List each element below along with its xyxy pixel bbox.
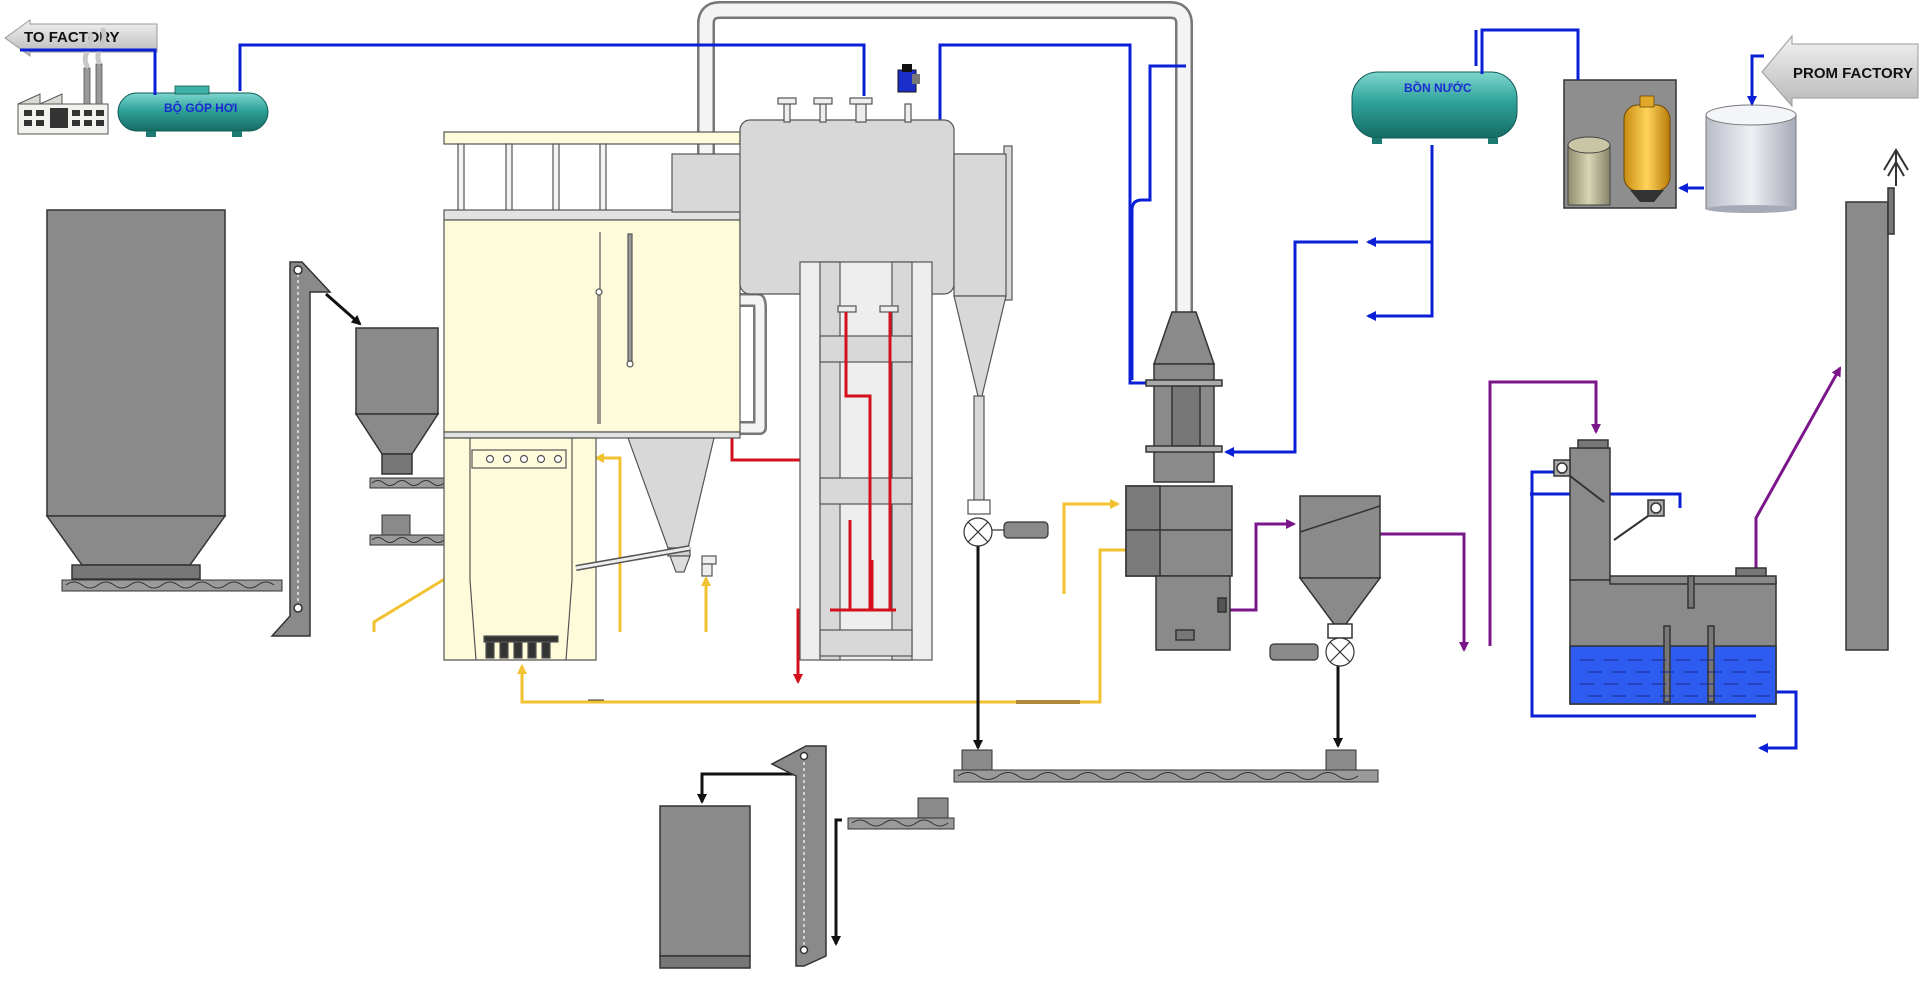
bag-filter (1298, 495, 1382, 639)
to-factory-arrow: TO FACTORY (4, 19, 158, 57)
ash-screw-conveyor (953, 749, 1379, 783)
bucket-elevator-left (270, 261, 332, 637)
hot-air-lines (372, 453, 1126, 704)
to-factory-label: TO FACTORY (24, 29, 120, 46)
boiler-furnace (443, 437, 597, 661)
water-storage-tank: BỒN NƯỚC (1351, 71, 1518, 144)
scrubber-tower (1125, 311, 1233, 651)
wet-scrubber-tank (1553, 439, 1777, 705)
factory-icon (17, 27, 109, 135)
water-treatment-unit (1563, 79, 1677, 209)
ash-bin (659, 805, 751, 969)
burner-grate (483, 635, 559, 659)
water-lines (20, 28, 1798, 753)
middle-rotary-valve (963, 517, 1049, 547)
pressure-gauge-icon (897, 64, 920, 93)
bucket-elevator-bottom (770, 745, 827, 967)
fuel-silo (45, 209, 227, 580)
chimney-stack (1845, 148, 1909, 651)
from-factory-arrow: PROM FACTORY (1761, 34, 1919, 108)
furnace-cyclone (575, 437, 717, 577)
transfer-screw-conveyor (847, 797, 955, 830)
boiler-upper-section (443, 219, 741, 439)
silo-screw-conveyor (61, 579, 283, 592)
steam-pipes (697, 1, 1193, 435)
feed-hopper (354, 327, 440, 475)
steam-header-label: BỘ GÓP HƠI (164, 100, 237, 115)
water-tank-label: BỒN NƯỚC (1404, 80, 1472, 95)
steam-header-tank: BỘ GÓP HƠI (117, 85, 269, 137)
economizer-coils (830, 312, 896, 612)
boiler-top-frame (443, 131, 741, 221)
raw-water-tank (1705, 104, 1797, 213)
economizer-frame (799, 261, 933, 661)
bag-filter-rotary-valve (1269, 637, 1355, 667)
exhaust-lines (1224, 366, 1842, 652)
ash-lines (325, 292, 1343, 946)
from-factory-label: PROM FACTORY (1793, 65, 1913, 82)
middle-cyclone (953, 153, 1007, 515)
